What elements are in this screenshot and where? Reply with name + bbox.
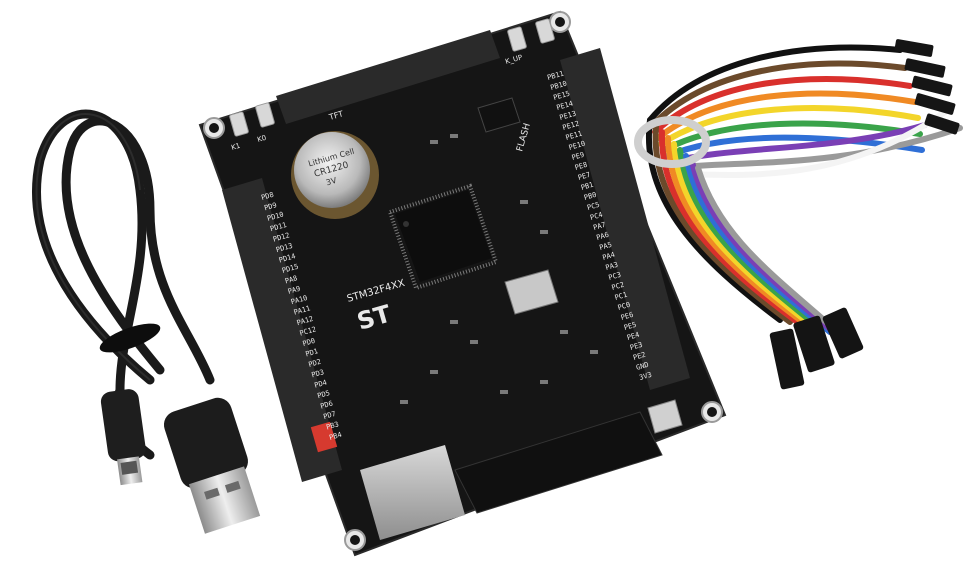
right-pin-label-pe5: PE5 bbox=[623, 321, 637, 332]
right-pin-label-pc2: PC2 bbox=[611, 281, 625, 292]
right-pin-label-pb1: PB1 bbox=[580, 181, 594, 192]
left-pin-label-pd0: PD0 bbox=[302, 337, 316, 348]
left-pin-label-pd2: PD2 bbox=[308, 358, 322, 369]
right-pin-label-pa6: PA6 bbox=[595, 231, 609, 242]
left-pin-label-pd4: PD4 bbox=[314, 379, 328, 390]
dev-board-icon: Lithium Cell CR1220 3V FLASH ST STM32F4X… bbox=[198, 10, 727, 557]
usb-cable-icon bbox=[32, 109, 261, 534]
right-pin-label-pa7: PA7 bbox=[592, 221, 606, 232]
left-pin-label-pd9: PD9 bbox=[263, 201, 277, 212]
right-pin-label-pc3: PC3 bbox=[608, 271, 622, 282]
right-pin-label-pc0: PC0 bbox=[617, 301, 631, 312]
left-pin-label-pd7: PD7 bbox=[322, 410, 336, 421]
left-pin-label-pd3: PD3 bbox=[311, 368, 325, 379]
right-pin-label-pe9: PE9 bbox=[571, 151, 585, 162]
key-label-k1: K1 bbox=[230, 142, 241, 152]
key-label-k0: K0 bbox=[256, 134, 267, 144]
left-pin-label-pb3: PB3 bbox=[325, 420, 339, 431]
right-pin-label-pa4: PA4 bbox=[602, 251, 616, 262]
right-pin-label-gnd: GND bbox=[635, 361, 649, 372]
right-pin-label-pc5: PC5 bbox=[586, 201, 600, 212]
left-pin-label-pa9: PA9 bbox=[287, 285, 301, 296]
left-pin-label-pd6: PD6 bbox=[319, 399, 333, 410]
right-pin-label-3v3: 3V3 bbox=[638, 371, 652, 382]
mcu-chip bbox=[387, 183, 499, 291]
right-pin-label-pc4: PC4 bbox=[589, 211, 603, 222]
right-pin-label-pa3: PA3 bbox=[605, 261, 619, 272]
right-pin-label-pe2: PE2 bbox=[632, 351, 646, 362]
right-pin-label-pa5: PA5 bbox=[598, 241, 612, 252]
battery-voltage-text: 3V bbox=[325, 176, 338, 188]
tft-label: TFT bbox=[327, 109, 344, 122]
left-pin-label-pa8: PA8 bbox=[284, 274, 298, 285]
right-pin-label-pe4: PE4 bbox=[626, 331, 640, 342]
left-pin-label-pb4: PB4 bbox=[328, 431, 342, 442]
left-pin-label-pd1: PD1 bbox=[305, 347, 319, 358]
left-pin-label-pd5: PD5 bbox=[317, 389, 331, 400]
right-pin-label-pe3: PE3 bbox=[629, 341, 643, 352]
jumper-wires-icon bbox=[634, 39, 963, 390]
right-pin-label-pe8: PE8 bbox=[574, 161, 588, 172]
right-pin-label-pe7: PE7 bbox=[577, 171, 591, 182]
left-pin-labels: PD8PD9PD10PD11PD12PD13PD14PD15PA8PA9PA10… bbox=[260, 191, 342, 442]
right-pin-label-pc1: PC1 bbox=[614, 291, 628, 302]
left-pin-label-pd8: PD8 bbox=[260, 191, 274, 202]
right-pin-label-pe6: PE6 bbox=[620, 311, 634, 322]
right-pin-label-pb0: PB0 bbox=[583, 191, 597, 202]
